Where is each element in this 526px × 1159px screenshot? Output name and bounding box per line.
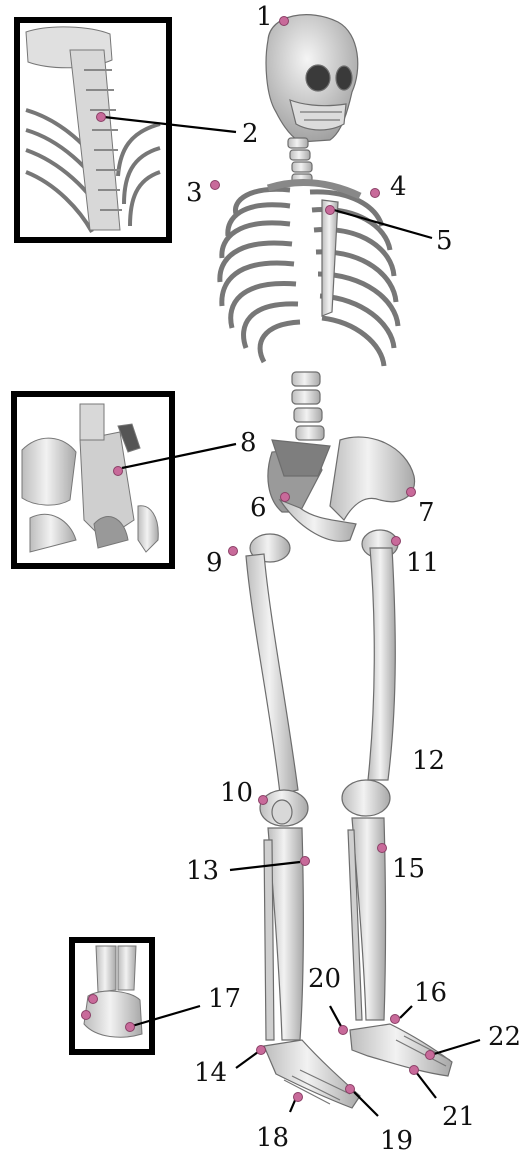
inset-upper-back [17, 20, 169, 240]
femur-right [246, 534, 308, 826]
label-9: 9 [206, 550, 223, 576]
tibia-right [264, 828, 303, 1040]
cervical-spine [288, 138, 312, 184]
foot-left [350, 1024, 452, 1076]
marker-20 [339, 1026, 348, 1035]
leader-20 [330, 1006, 342, 1028]
marker-11 [392, 537, 401, 546]
marker-3 [211, 181, 220, 190]
label-5: 5 [436, 228, 453, 254]
femur-left [342, 530, 398, 816]
lumbar-spine [292, 372, 324, 440]
marker-1 [280, 17, 289, 26]
foot-right [264, 1040, 360, 1108]
marker-7 [407, 488, 416, 497]
inset-ankle [72, 940, 152, 1052]
pelvis [268, 437, 415, 541]
label-18: 18 [256, 1125, 289, 1151]
leader-16 [400, 1006, 412, 1018]
label-14: 14 [194, 1060, 227, 1086]
label-15: 15 [392, 856, 425, 882]
leader-21 [416, 1072, 436, 1098]
marker-10 [259, 796, 268, 805]
label-22: 22 [488, 1024, 521, 1050]
label-7: 7 [418, 500, 435, 526]
label-12: 12 [412, 748, 445, 774]
label-20: 20 [308, 966, 341, 992]
marker-18 [294, 1093, 303, 1102]
label-8: 8 [240, 430, 257, 456]
marker-5 [326, 206, 335, 215]
marker-14 [257, 1046, 266, 1055]
label-10: 10 [220, 780, 253, 806]
marker-8 [114, 467, 123, 476]
marker-17c [82, 1011, 91, 1020]
label-1: 1 [256, 4, 273, 30]
label-16: 16 [414, 980, 447, 1006]
marker-15 [378, 844, 387, 853]
ribcage [220, 189, 398, 366]
marker-6 [281, 493, 290, 502]
label-21: 21 [442, 1104, 475, 1130]
label-3: 3 [186, 180, 203, 206]
marker-17a [126, 1023, 135, 1032]
marker-2 [97, 113, 106, 122]
leader-22 [434, 1040, 480, 1054]
marker-9 [229, 547, 238, 556]
marker-21 [410, 1066, 419, 1075]
label-11: 11 [406, 550, 439, 576]
leader-14 [236, 1052, 258, 1068]
leader-19 [354, 1092, 378, 1116]
label-6: 6 [250, 495, 267, 521]
label-19: 19 [380, 1128, 413, 1154]
label-13: 13 [186, 858, 219, 884]
inset-pelvis [14, 394, 172, 566]
label-17: 17 [208, 986, 241, 1012]
marker-22 [426, 1051, 435, 1060]
marker-13 [301, 857, 310, 866]
marker-16 [391, 1015, 400, 1024]
marker-19 [346, 1085, 355, 1094]
skull [266, 15, 358, 142]
marker-17b [89, 995, 98, 1004]
label-4: 4 [390, 174, 407, 200]
marker-4 [371, 189, 380, 198]
label-2: 2 [242, 121, 259, 147]
